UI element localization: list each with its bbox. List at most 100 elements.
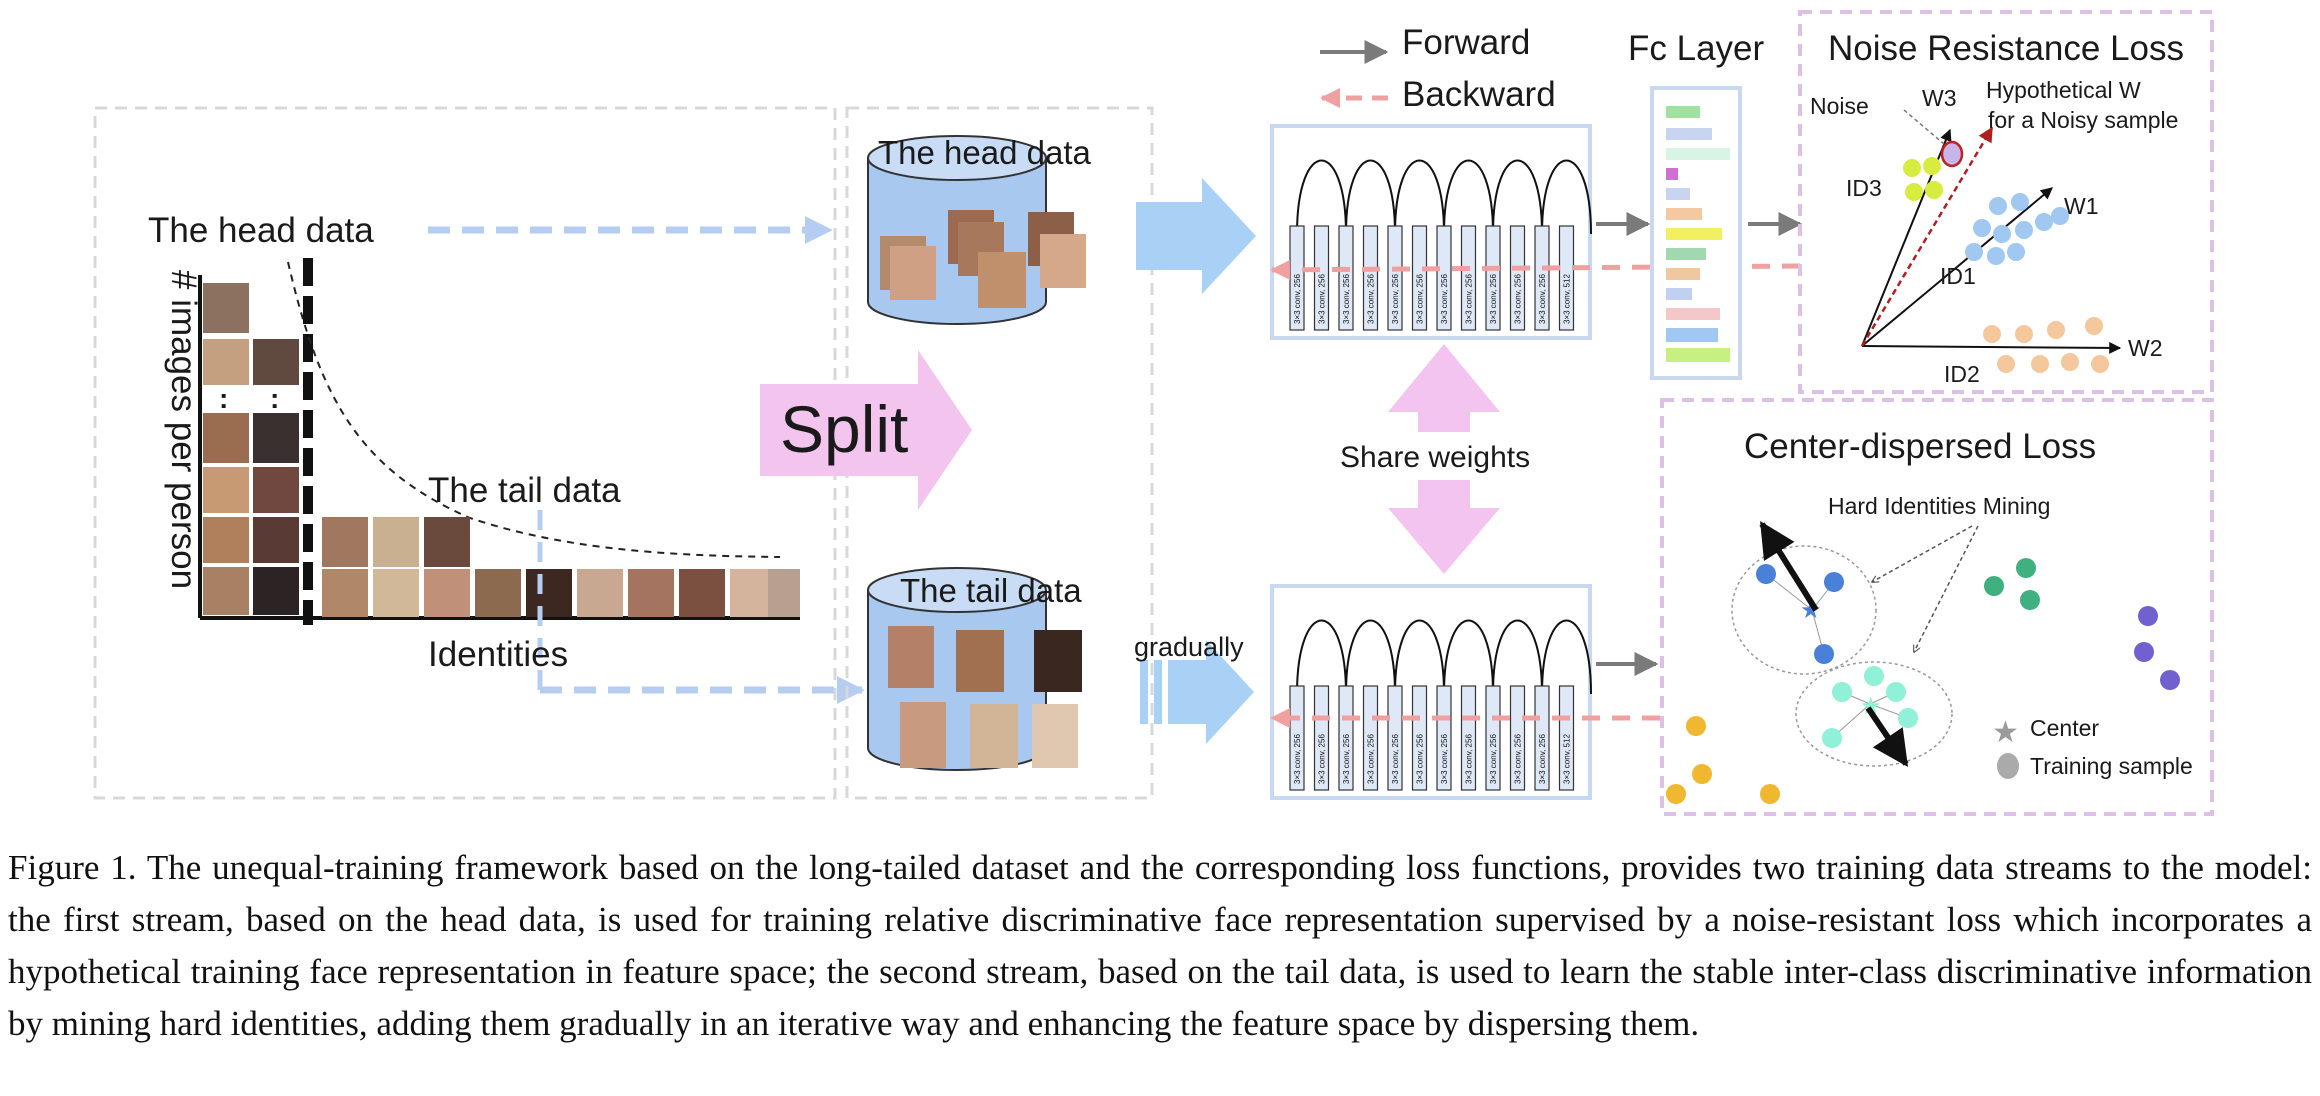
noise-label: Noise bbox=[1810, 93, 1869, 119]
conv-block-label: 3×3 conv, 256 bbox=[1514, 734, 1523, 784]
skip-connection bbox=[1541, 619, 1592, 695]
sample-point bbox=[2015, 325, 2033, 343]
conv-block bbox=[1436, 225, 1452, 331]
face-tile bbox=[424, 569, 470, 617]
conv-block-label: 3×3 conv, 256 bbox=[1293, 274, 1302, 324]
conv-block bbox=[1338, 685, 1354, 791]
face-tile bbox=[526, 569, 572, 617]
noise-loss-title: Noise Resistance Loss bbox=[1828, 29, 2184, 68]
sample-point bbox=[1822, 728, 1842, 748]
conv-block bbox=[1387, 685, 1403, 791]
mining-pointer bbox=[1914, 525, 1979, 652]
sample-point bbox=[1905, 183, 1923, 201]
face-tile bbox=[373, 517, 419, 567]
fc-bar bbox=[1666, 128, 1712, 140]
skip-connection bbox=[1394, 619, 1445, 695]
sample-point bbox=[2051, 207, 2069, 225]
hard-mining-label: Hard Identities Mining bbox=[1828, 493, 2050, 519]
face-tile bbox=[203, 567, 249, 615]
sample-point bbox=[1756, 564, 1776, 584]
face-tile bbox=[768, 569, 800, 617]
skip-connection bbox=[1492, 159, 1543, 235]
face-tile bbox=[970, 704, 1018, 768]
id2-label: ID2 bbox=[1944, 361, 1980, 387]
face-tile bbox=[253, 517, 299, 563]
backward-label: Backward bbox=[1402, 75, 1556, 114]
skip-connection bbox=[1296, 619, 1347, 695]
conv-block-label: 3×3 conv, 256 bbox=[1367, 274, 1376, 324]
fc-bar bbox=[1666, 148, 1730, 160]
fc-bar bbox=[1666, 106, 1700, 118]
skip-connection bbox=[1443, 159, 1494, 235]
head-database-label: The head data bbox=[878, 134, 1091, 171]
conv-block-label: 3×3 conv, 256 bbox=[1465, 274, 1474, 324]
sample-point bbox=[1666, 784, 1686, 804]
sample-point bbox=[1973, 219, 1991, 237]
sample-point bbox=[1832, 682, 1852, 702]
split-label: Split bbox=[780, 392, 908, 466]
sample-point bbox=[2091, 355, 2109, 373]
sample-point bbox=[2047, 321, 2065, 339]
fc-bar bbox=[1666, 268, 1700, 280]
conv-block bbox=[1534, 685, 1550, 791]
x-axis-label: Identities bbox=[428, 635, 568, 674]
conv-block-label: 3×3 conv, 256 bbox=[1440, 734, 1449, 784]
hypothetical-w-line2: for a Noisy sample bbox=[1988, 107, 2178, 133]
fc-bar bbox=[1666, 168, 1678, 180]
sample-point bbox=[2031, 355, 2049, 373]
skip-connection bbox=[1443, 619, 1494, 695]
tail-database-label: The tail data bbox=[900, 572, 1082, 609]
tail-face-row bbox=[322, 517, 800, 617]
conv-block-label: 3×3 conv, 256 bbox=[1538, 274, 1547, 324]
gradual-bar bbox=[1140, 660, 1148, 724]
face-tile bbox=[424, 517, 470, 567]
sample-point bbox=[2011, 193, 2029, 211]
conv-block-label: 3×3 conv, 512 bbox=[1563, 734, 1572, 784]
face-tile bbox=[888, 626, 934, 688]
face-tile bbox=[1040, 234, 1086, 288]
face-tile bbox=[890, 246, 936, 300]
sample-point bbox=[1692, 764, 1712, 784]
sample-point bbox=[1987, 247, 2005, 265]
conv-block-label: 3×3 conv, 256 bbox=[1489, 734, 1498, 784]
sample-point bbox=[2160, 670, 2180, 690]
id1-cluster bbox=[1965, 193, 2069, 265]
skip-connection bbox=[1296, 159, 1347, 235]
sample-point bbox=[2007, 243, 2025, 261]
conv-block bbox=[1558, 685, 1575, 791]
sample-point bbox=[2134, 642, 2154, 662]
split-arrow bbox=[760, 350, 972, 510]
w2-vector bbox=[1861, 341, 2122, 354]
face-tile bbox=[203, 339, 249, 385]
face-tile bbox=[203, 413, 249, 463]
w3-label: W3 bbox=[1922, 85, 1957, 111]
figure-caption: Figure 1. The unequal-training framework… bbox=[8, 848, 2312, 1043]
face-tile bbox=[475, 569, 521, 617]
sample-point bbox=[2020, 590, 2040, 610]
conv-block bbox=[1460, 225, 1477, 331]
noisy-sample bbox=[1940, 140, 1964, 168]
w1-vector bbox=[1861, 187, 2053, 347]
framework-figure: The head data # images per person : : bbox=[93, 10, 2214, 816]
tail-network: 3×3 conv, 256 3×3 conv, 256 3×3 conv, 256 3… bbox=[1270, 584, 1592, 800]
dispersion-arrow bbox=[1759, 520, 1819, 612]
conv-block bbox=[1460, 685, 1477, 791]
noise-pointer bbox=[1903, 109, 1945, 145]
conv-block bbox=[1509, 685, 1526, 791]
conv-block-label: 3×3 conv, 256 bbox=[1416, 274, 1425, 324]
face-tile bbox=[373, 569, 419, 617]
fc-bar bbox=[1666, 328, 1718, 342]
id3-cluster bbox=[1903, 157, 1943, 201]
fc-bar bbox=[1666, 348, 1730, 362]
conv-block bbox=[1313, 685, 1330, 791]
center-star: ★ bbox=[1860, 692, 1882, 720]
conv-block-label: 3×3 conv, 512 bbox=[1563, 274, 1572, 324]
ellipsis-glyph: : bbox=[219, 383, 228, 414]
sample-point bbox=[1925, 181, 1943, 199]
face-tile bbox=[322, 517, 368, 567]
id2-cluster bbox=[1983, 317, 2109, 373]
sample-point bbox=[1965, 243, 1983, 261]
sample-point bbox=[2061, 353, 2079, 371]
face-tile bbox=[253, 413, 299, 463]
face-tile bbox=[628, 569, 674, 617]
